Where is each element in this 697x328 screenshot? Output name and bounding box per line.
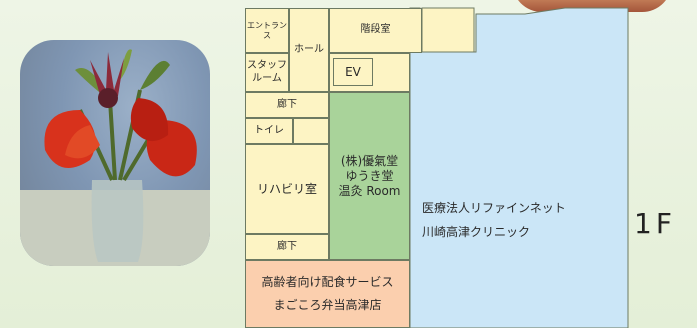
hall-label: ホール — [294, 43, 324, 55]
ev-label: EV — [345, 64, 361, 79]
corridor-top: 廊下 — [245, 92, 329, 118]
yukido-label: (株)優氣堂 ゆうき堂 温灸 Room — [338, 153, 401, 198]
hall-room: ホール — [289, 8, 329, 92]
corridor-top-label: 廊下 — [277, 98, 297, 110]
entrance-label: エントランス — [247, 20, 287, 40]
toilet-room: トイレ — [245, 118, 293, 144]
top-photo-fragment — [512, 0, 672, 12]
rehab-label: リハビリ室 — [256, 181, 317, 196]
toilet-adjacent — [293, 118, 329, 144]
floor-label: 1F — [634, 207, 676, 240]
stairs-label: 階段室 — [360, 24, 391, 36]
staff-room: スタッフ ルーム — [245, 53, 289, 92]
toilet-label: トイレ — [254, 124, 284, 136]
staff-room-label: スタッフ ルーム — [247, 60, 287, 84]
flower-photo — [20, 40, 210, 266]
clinic-label: 医療法人リファインネット 川崎高津クリニック — [422, 201, 566, 239]
corridor-bottom: 廊下 — [245, 234, 329, 260]
yukido-room: (株)優氣堂 ゆうき堂 温灸 Room — [329, 92, 410, 260]
entrance-room: エントランス — [245, 8, 289, 53]
magokoro-label: 高齢者向け配食サービス まごころ弁当高津店 — [261, 275, 394, 312]
ev-room: EV — [333, 58, 373, 86]
magokoro-room: 高齢者向け配食サービス まごころ弁当高津店 — [245, 260, 410, 328]
rehab-room: リハビリ室 — [245, 144, 329, 234]
anthurium-bouquet-image — [20, 49, 210, 266]
stairs-room: 階段室 — [329, 8, 422, 53]
corridor-bottom-label: 廊下 — [277, 240, 297, 252]
